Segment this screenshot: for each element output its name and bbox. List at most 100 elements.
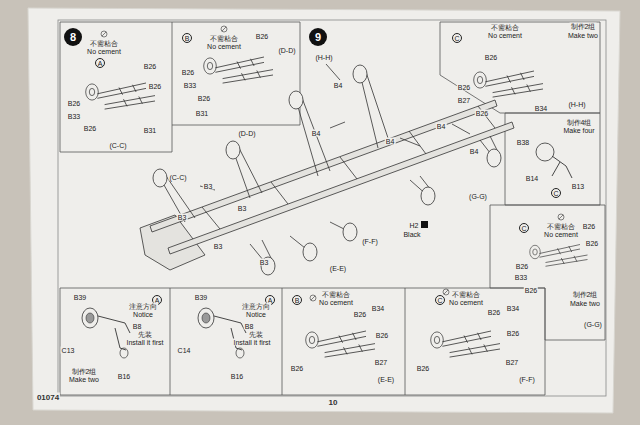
art-path	[552, 156, 572, 178]
part-label: B39	[73, 294, 87, 301]
step-number: 9	[309, 28, 327, 46]
part-label: B27	[505, 359, 519, 366]
art-use	[431, 331, 500, 357]
part-label: B34	[534, 105, 548, 112]
art-path	[490, 205, 605, 340]
part-label: B16	[230, 373, 244, 380]
part-label: B8	[132, 323, 143, 330]
art-ellipse	[226, 141, 240, 159]
art-use	[310, 295, 316, 301]
art-use	[306, 331, 375, 357]
part-label: B26	[148, 83, 162, 90]
part-label: B27	[457, 97, 471, 104]
part-label: B33	[183, 82, 197, 89]
part-label: B26	[67, 100, 81, 107]
part-label: (D-D)	[237, 130, 256, 137]
part-label: B26	[83, 125, 97, 132]
part-label: B26	[255, 33, 269, 40]
part-label: 先装	[248, 331, 264, 338]
part-label: No cement	[543, 231, 579, 238]
paper-sheet	[28, 8, 620, 413]
part-label: (G-G)	[468, 193, 488, 200]
callout-text: C	[521, 225, 526, 232]
part-label: 不需粘合	[89, 40, 119, 47]
art-polygon	[150, 100, 497, 232]
part-label: Make two	[567, 32, 599, 39]
art-use	[443, 289, 449, 295]
art-path	[60, 288, 545, 395]
part-label: B16	[117, 373, 131, 380]
part-label: 不需粘合	[490, 24, 520, 31]
part-label: No cement	[448, 299, 484, 306]
art-use	[82, 308, 130, 358]
callout-text: C	[437, 297, 442, 304]
callout-letter: B	[292, 295, 302, 305]
art-path	[170, 288, 405, 395]
part-label: No cement	[487, 32, 523, 39]
art-ellipse	[303, 243, 317, 261]
part-label: B26	[457, 84, 471, 91]
art-polygon	[168, 122, 514, 254]
callout-letter: B	[182, 33, 192, 43]
part-label: 制作2组	[570, 23, 597, 30]
part-label: B34	[371, 305, 385, 312]
part-label: (F-F)	[518, 376, 536, 383]
art-path	[160, 72, 390, 222]
part-label: (C-C)	[168, 174, 187, 181]
art-path	[505, 113, 600, 205]
part-label: 不需粘合	[321, 291, 351, 298]
page-number: 10	[328, 398, 339, 407]
part-label: B3	[259, 259, 270, 266]
part-label: B4	[436, 123, 447, 130]
part-label: B26	[506, 330, 520, 337]
art-ellipse	[353, 65, 367, 83]
part-label: 制作2组	[572, 291, 599, 298]
part-label: 不需粘合	[209, 35, 239, 42]
part-label: B26	[582, 223, 596, 230]
part-label: B26	[524, 287, 538, 294]
art-circle	[536, 143, 554, 161]
part-label: B39	[194, 294, 208, 301]
suspension-parts	[153, 64, 501, 275]
part-label: Notice	[132, 311, 154, 318]
part-label: B26	[416, 365, 430, 372]
callout-text: C	[454, 35, 459, 42]
art-ellipse	[153, 169, 167, 187]
part-label: (E-E)	[329, 265, 347, 272]
art-path	[202, 106, 495, 229]
art-path	[440, 22, 600, 113]
part-label: Install it first	[126, 339, 165, 346]
part-label: B3	[237, 205, 248, 212]
art-path	[200, 64, 470, 190]
part-label: B33	[514, 274, 528, 281]
part-label: (E-E)	[377, 376, 395, 383]
part-label: (D-D)	[277, 47, 296, 54]
art-use	[558, 214, 564, 220]
part-label: Install it first	[233, 339, 272, 346]
part-label: Black	[402, 231, 421, 238]
callout-text: B	[185, 35, 190, 42]
part-label: B26	[197, 95, 211, 102]
part-label: C13	[61, 347, 76, 354]
part-label: B4	[469, 148, 480, 155]
art-path	[250, 136, 500, 266]
part-label: B34	[506, 305, 520, 312]
callout-text: 8	[70, 32, 76, 43]
art-use	[198, 308, 246, 358]
part-label: 注意方向	[241, 303, 271, 310]
part-label: B26	[290, 365, 304, 372]
art-path	[172, 22, 173, 125]
part-label: B31	[143, 127, 157, 134]
part-label: B13	[571, 183, 585, 190]
art-ellipse	[487, 149, 501, 167]
part-label: No cement	[206, 43, 242, 50]
part-label: B3	[213, 243, 224, 250]
art-use	[221, 26, 227, 32]
part-label: B26	[375, 332, 389, 339]
part-label: 不需粘合	[451, 291, 481, 298]
part-label: B38	[516, 139, 530, 146]
art-use	[86, 83, 155, 109]
part-label: B3	[203, 183, 214, 190]
part-label: Make two	[68, 376, 100, 383]
